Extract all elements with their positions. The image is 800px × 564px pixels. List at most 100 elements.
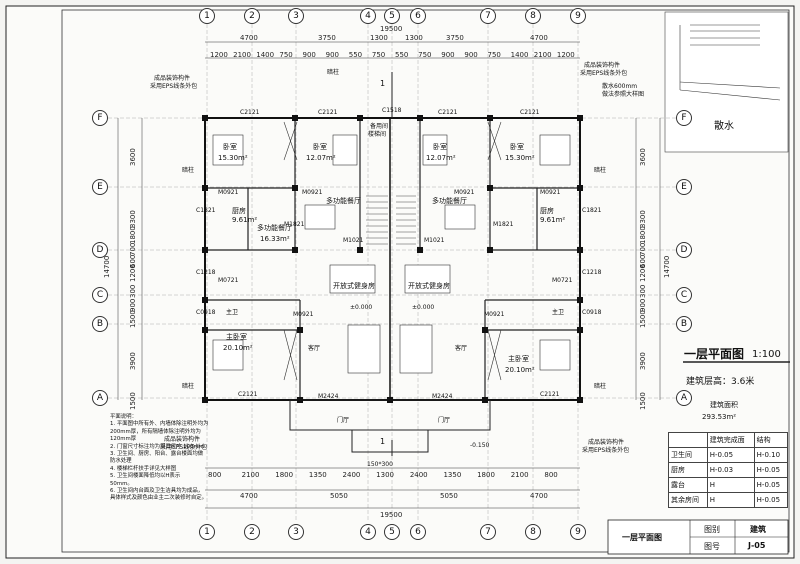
- dim-bottom-main-1: 5050: [330, 492, 348, 500]
- opening-tag-26: C0918: [582, 309, 602, 316]
- room-bedroom-l: 卧室: [223, 143, 237, 151]
- dim-bottom-sub-4: 2400: [342, 471, 361, 479]
- dim-top-main-1: 3750: [318, 34, 336, 42]
- note-line: 6. 卫生间内台面及卫生洁具均为成品，: [110, 488, 204, 495]
- axis-bubble-top-7: 7: [480, 8, 496, 24]
- dim-top-sub-9: 750: [418, 51, 432, 59]
- room-dining-l: 多功能餐厅: [257, 224, 292, 232]
- callout-tl: 成品装饰构件: [154, 75, 191, 82]
- tb-value-no: J-05: [748, 541, 766, 550]
- axis-bubble-top-9: 9: [570, 8, 586, 24]
- callout-br: 成品装饰构件: [588, 439, 625, 446]
- opening-tag-12: M1821: [493, 221, 514, 228]
- dim-left-8: 1500: [129, 310, 137, 328]
- dim-bottom-main-3: 4700: [530, 492, 548, 500]
- opening-tag-16: M0921: [293, 311, 314, 318]
- axis-bubble-bottom-2: 2: [244, 524, 260, 540]
- dim-top-sub-14: 2100: [533, 51, 552, 59]
- dim-left-0: 3600: [129, 148, 137, 166]
- dim-right-9: 3900: [639, 352, 647, 370]
- dim-top-sub-1: 2100: [233, 51, 251, 59]
- table-cell: H: [706, 477, 755, 493]
- opening-tag-22: C1821: [582, 207, 602, 214]
- table-header-cell: 建筑完成面: [706, 432, 755, 448]
- dim-right-6: 300: [639, 284, 647, 298]
- tb-label-cat: 图别: [704, 525, 720, 534]
- axis-bubble-left-F: F: [92, 110, 108, 126]
- opening-tag-10: M1021: [424, 237, 445, 244]
- note-line: 4. 楼梯栏杆扶手详见大样图: [110, 465, 177, 472]
- callout-tr2: 采用EPS线条外包: [580, 70, 628, 77]
- dim-top-sub-11: 900: [464, 51, 478, 59]
- dim-bottom-total: 19500: [380, 511, 403, 519]
- dim-top-main-2: 1300: [370, 34, 388, 42]
- dim-right-5: 1200: [639, 264, 647, 282]
- dim-top-main-5: 4700: [530, 34, 548, 42]
- section-mark-top: 1: [380, 79, 386, 88]
- opening-tag-4: C1518: [382, 107, 402, 114]
- note-line: 防水处理: [110, 458, 132, 465]
- dim-bottom-sub-7: 1350: [443, 471, 462, 479]
- note-line: 120mm厚: [110, 436, 137, 443]
- dark-col-label-1: 暗柱: [327, 69, 340, 76]
- axis-bubble-top-3: 3: [288, 8, 304, 24]
- callout-bl: 成品装饰构件: [164, 436, 201, 443]
- dim-bottom-sub-8: 1800: [477, 471, 495, 479]
- room-bedroom-lm-area: 12.07m²: [306, 154, 336, 162]
- dark-col-label-3: 暗柱: [594, 167, 607, 174]
- dim-top-total: 19500: [380, 25, 403, 33]
- porch-l: 门厅: [337, 417, 350, 424]
- table-cell: H-0.05: [706, 447, 755, 463]
- room-master-r: 主卧室: [508, 355, 529, 363]
- axis-bubble-right-D: D: [676, 242, 692, 258]
- elev-1: ±0.000: [350, 304, 373, 311]
- table-cell: H-0.03: [706, 462, 755, 478]
- axis-bubble-bottom-3: 3: [288, 524, 304, 540]
- dim-bottom-sub-10: 800: [544, 471, 558, 479]
- opening-tag-24: C1218: [582, 269, 602, 276]
- dim-bottom-sub-1: 2100: [241, 471, 260, 479]
- dim-bottom-sub-9: 2100: [510, 471, 529, 479]
- room-bedroom-rm-area: 12.07m²: [426, 154, 456, 162]
- dim-top-sub-4: 900: [302, 51, 316, 59]
- room-master-l: 主卧室: [226, 333, 247, 341]
- dim-bottom-main-2: 5050: [440, 492, 458, 500]
- callout-tr: 成品装饰构件: [584, 62, 621, 69]
- table-cell: 其余房间: [668, 492, 708, 508]
- room-open-kitchen-l: 开放式健身房: [333, 282, 375, 290]
- axis-bubble-bottom-8: 8: [525, 524, 541, 540]
- opening-tag-23: C1218: [196, 269, 216, 276]
- room-bedroom-r: 卧室: [510, 143, 524, 151]
- table-header-cell: [668, 432, 708, 448]
- dim-top-sub-3: 750: [279, 51, 293, 59]
- dim-top-sub-13: 1400: [510, 51, 529, 59]
- opening-tag-3: C2121: [520, 109, 540, 116]
- axis-bubble-top-5: 5: [384, 8, 400, 24]
- room-toilet-l: 主卫: [226, 309, 239, 316]
- room-dining-l-area: 16.33m²: [260, 235, 290, 243]
- dim-bottom-sub-5: 1300: [376, 471, 394, 479]
- dim-left-6: 300: [129, 284, 137, 298]
- table-cell: 厨房: [668, 462, 708, 478]
- axis-bubble-top-6: 6: [410, 8, 426, 24]
- elev-2: ±0.000: [412, 304, 435, 311]
- axis-bubble-left-D: D: [92, 242, 108, 258]
- detail-title: 散水: [714, 121, 734, 132]
- dim-right-0: 3600: [639, 148, 647, 166]
- dim-left-9: 3900: [129, 352, 137, 370]
- dark-col-label-5: 暗柱: [594, 383, 607, 390]
- callout-br2: 采用EPS线条外包: [582, 447, 630, 454]
- axis-bubble-left-C: C: [92, 287, 108, 303]
- opening-tag-7: M0921: [454, 189, 475, 196]
- area-label: 建筑面积: [710, 401, 738, 409]
- table-cell: 露台: [668, 477, 708, 493]
- axis-bubble-top-2: 2: [244, 8, 260, 24]
- dim-bottom-sub-3: 1350: [308, 471, 327, 479]
- callout-stair1: 备用间: [370, 123, 389, 130]
- opening-tag-14: M0721: [552, 277, 573, 284]
- dim-left-10: 1500: [129, 392, 137, 410]
- note-line: 3. 卫生间、厨房、阳台、露台楼面均做: [110, 451, 204, 458]
- axis-bubble-top-8: 8: [525, 8, 541, 24]
